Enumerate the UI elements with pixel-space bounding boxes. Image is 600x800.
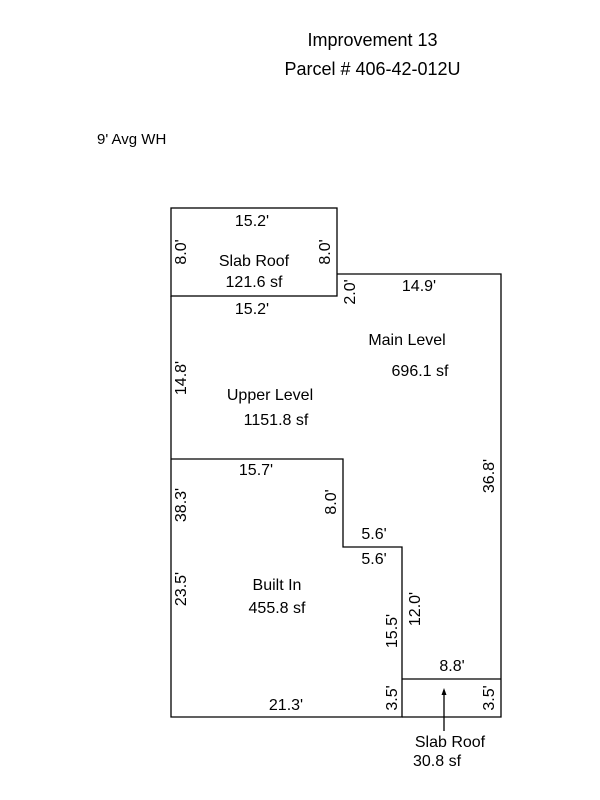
slab-roof-bottom-area: 30.8 sf	[413, 753, 462, 770]
dim-inner-right: 12.0'	[407, 592, 424, 626]
dim-slab-left: 8.0'	[173, 239, 190, 264]
dim-slab-top: 15.2'	[235, 213, 269, 230]
slab-roof-top-name: Slab Roof	[219, 253, 290, 270]
parcel-number: Parcel # 406-42-012U	[284, 59, 461, 79]
dim-slab-right: 8.0'	[317, 239, 334, 264]
dim-main-top: 14.9'	[402, 278, 436, 295]
diagram-title: Improvement 13	[307, 30, 438, 50]
main-level-name: Main Level	[368, 332, 445, 349]
dim-left-lower: 23.5'	[173, 572, 190, 606]
built-in-name: Built In	[253, 577, 302, 594]
dim-left-upper-total: 38.3'	[173, 488, 190, 522]
slab-roof-bottom-name: Slab Roof	[415, 734, 486, 751]
dim-slab-bottom: 15.2'	[235, 301, 269, 318]
dim-upper-mid: 15.7'	[239, 462, 273, 479]
dim-upper-left: 14.8'	[173, 361, 190, 395]
built-in-area: 455.8 sf	[249, 600, 306, 617]
main-level-area: 696.1 sf	[392, 363, 449, 380]
dim-step-in: 5.6'	[361, 551, 386, 568]
slab-roof-top-outline	[170, 207, 338, 297]
dim-main-right: 36.8'	[481, 459, 498, 493]
sketch-lines	[170, 207, 502, 731]
dim-step-out: 5.6'	[361, 526, 386, 543]
upper-right-outline	[337, 273, 502, 718]
dim-bottom-slab-top: 8.8'	[439, 658, 464, 675]
dim-bottom-left-side: 3.5'	[384, 685, 401, 710]
upper-level-area: 1151.8 sf	[244, 412, 309, 429]
dim-bottom-right-side: 3.5'	[481, 685, 498, 710]
dim-bottom-total: 21.3'	[269, 697, 303, 714]
slab-roof-top-area: 121.6 sf	[226, 274, 283, 291]
upper-level-name: Upper Level	[227, 387, 313, 404]
slab-roof-pointer-arrowhead	[441, 688, 447, 695]
dim-step-vertical: 8.0'	[323, 489, 340, 514]
dim-inner-lower: 15.5'	[384, 614, 401, 648]
dim-main-top-offset: 2.0'	[342, 279, 359, 304]
wall-height-note: 9' Avg WH	[97, 131, 167, 148]
main-level-outline	[170, 296, 403, 718]
